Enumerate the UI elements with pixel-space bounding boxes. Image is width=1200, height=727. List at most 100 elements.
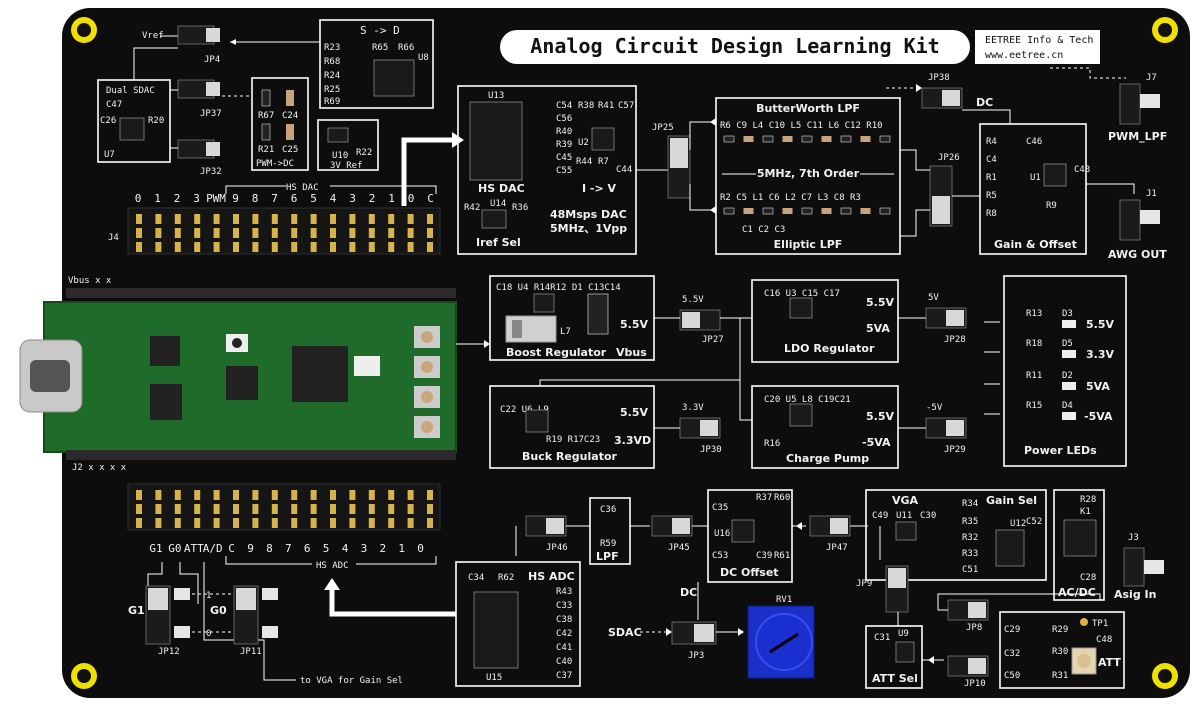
header-pin[interactable] — [174, 504, 181, 514]
header-pin[interactable] — [427, 228, 433, 238]
header-pin[interactable] — [213, 504, 220, 514]
header-pin[interactable] — [213, 214, 220, 224]
header-pin[interactable] — [330, 490, 336, 500]
header-pin[interactable] — [136, 518, 142, 528]
header-pin[interactable] — [155, 242, 162, 252]
header-pin[interactable] — [136, 242, 142, 252]
header-pin[interactable] — [407, 504, 414, 514]
header-pin[interactable] — [388, 504, 395, 514]
header-pin[interactable] — [271, 228, 278, 238]
header-pin[interactable] — [194, 214, 201, 224]
header-pin[interactable] — [136, 504, 142, 514]
header-pin[interactable] — [271, 518, 278, 528]
header-pin[interactable] — [427, 504, 433, 514]
header-pin[interactable] — [174, 228, 181, 238]
header-pin[interactable] — [213, 490, 220, 500]
header-pin[interactable] — [349, 504, 356, 514]
header-pin[interactable] — [155, 214, 162, 224]
header-pin[interactable] — [252, 242, 259, 252]
header-pin[interactable] — [368, 242, 375, 252]
header-pin[interactable] — [194, 518, 201, 528]
header-pin[interactable] — [213, 518, 220, 528]
header-pin[interactable] — [310, 490, 317, 500]
header-pin[interactable] — [233, 242, 239, 252]
header-pin[interactable] — [330, 214, 336, 224]
header-pin[interactable] — [349, 214, 356, 224]
header-pin[interactable] — [330, 504, 336, 514]
header-pin[interactable] — [136, 214, 142, 224]
header-pin[interactable] — [174, 242, 181, 252]
header-pin[interactable] — [368, 504, 375, 514]
header-pin[interactable] — [291, 228, 298, 238]
header-pin[interactable] — [310, 518, 317, 528]
header-pin[interactable] — [407, 518, 414, 528]
header-pin[interactable] — [155, 228, 162, 238]
header-pin[interactable] — [407, 490, 414, 500]
header-pin[interactable] — [291, 242, 298, 252]
header-pin[interactable] — [271, 214, 278, 224]
header-pin[interactable] — [427, 242, 433, 252]
header-pin[interactable] — [388, 214, 395, 224]
header-pin[interactable] — [252, 228, 259, 238]
header-pin[interactable] — [349, 242, 356, 252]
header-pin[interactable] — [368, 518, 375, 528]
header-pin[interactable] — [213, 242, 220, 252]
header-pin[interactable] — [368, 214, 375, 224]
header-pin[interactable] — [368, 490, 375, 500]
header-pin[interactable] — [330, 518, 336, 528]
header-pin[interactable] — [407, 214, 414, 224]
header-pin[interactable] — [349, 228, 356, 238]
header-pin[interactable] — [310, 242, 317, 252]
header-pin[interactable] — [291, 518, 298, 528]
header-pin[interactable] — [233, 490, 239, 500]
header-pin[interactable] — [427, 214, 433, 224]
connector-j3[interactable] — [1123, 547, 1145, 587]
header-pin[interactable] — [271, 490, 278, 500]
header-pin[interactable] — [136, 228, 142, 238]
header-pin[interactable] — [194, 228, 201, 238]
header-pin[interactable] — [291, 504, 298, 514]
header-pin[interactable] — [271, 242, 278, 252]
header-pin[interactable] — [310, 214, 317, 224]
header-pin[interactable] — [388, 518, 395, 528]
header-pin[interactable] — [252, 518, 259, 528]
connector-j1[interactable] — [1119, 199, 1141, 241]
header-pin[interactable] — [427, 490, 433, 500]
header-pin[interactable] — [349, 518, 356, 528]
header-pin[interactable] — [407, 242, 414, 252]
header-pin[interactable] — [252, 504, 259, 514]
header-pin[interactable] — [252, 490, 259, 500]
header-pin[interactable] — [136, 490, 142, 500]
header-pin[interactable] — [155, 518, 162, 528]
header-pin[interactable] — [233, 228, 239, 238]
header-pin[interactable] — [233, 518, 239, 528]
header-pin[interactable] — [310, 504, 317, 514]
header-pin[interactable] — [233, 214, 239, 224]
header-pin[interactable] — [310, 228, 317, 238]
header-pin[interactable] — [194, 242, 201, 252]
header-pin[interactable] — [407, 228, 414, 238]
header-pin[interactable] — [330, 228, 336, 238]
header-pin[interactable] — [213, 228, 220, 238]
header-pin[interactable] — [291, 490, 298, 500]
test-point-icon[interactable] — [1080, 618, 1088, 626]
header-pin[interactable] — [174, 518, 181, 528]
header-pin[interactable] — [388, 242, 395, 252]
header-pin[interactable] — [155, 504, 162, 514]
header-pin[interactable] — [252, 214, 259, 224]
header-pin[interactable] — [194, 504, 201, 514]
header-pin[interactable] — [388, 490, 395, 500]
header-pin[interactable] — [330, 242, 336, 252]
header-pin[interactable] — [349, 490, 356, 500]
header-pin[interactable] — [155, 490, 162, 500]
header-pin[interactable] — [388, 228, 395, 238]
header-pin[interactable] — [368, 228, 375, 238]
connector-j7[interactable] — [1119, 83, 1141, 125]
header-pin[interactable] — [174, 490, 181, 500]
header-pin[interactable] — [427, 518, 433, 528]
header-pin[interactable] — [174, 214, 181, 224]
header-pin[interactable] — [194, 490, 201, 500]
header-pin[interactable] — [233, 504, 239, 514]
header-pin[interactable] — [291, 214, 298, 224]
header-pin[interactable] — [271, 504, 278, 514]
